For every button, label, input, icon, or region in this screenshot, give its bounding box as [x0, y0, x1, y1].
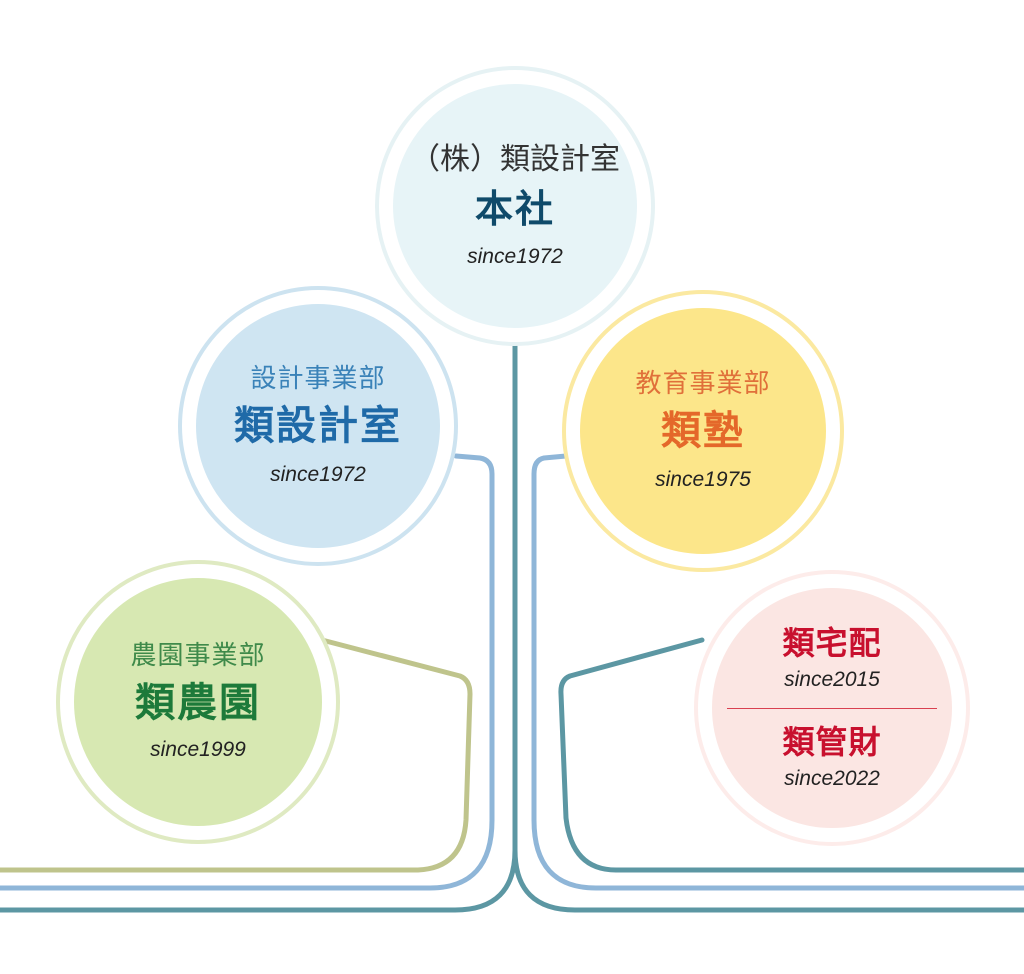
delivery-title: 類宅配	[782, 623, 882, 662]
farming-division-label: 農園事業部	[130, 640, 266, 671]
node-divider	[727, 707, 937, 709]
design-branch-line	[0, 453, 495, 891]
property-title: 類管財	[782, 722, 882, 761]
delivery-since: since2015	[784, 668, 880, 692]
farm-branch-line	[0, 637, 473, 873]
farming-division-since: since1999	[150, 737, 246, 761]
home-branch-line	[558, 637, 1024, 873]
property-since: since2022	[784, 766, 880, 790]
head-office-title: 本社	[474, 186, 555, 231]
education-division-label: 教育事業部	[635, 368, 771, 399]
trunk-line-right	[512, 847, 1024, 913]
design-division-label: 設計事業部	[250, 363, 386, 394]
node-design-division: 設計事業部 類設計室 since1972	[178, 286, 458, 566]
farming-division-title: 類農園	[135, 679, 261, 726]
education-division-since: since1975	[655, 467, 751, 491]
node-head-office: （株）類設計室 本社 since1972	[375, 66, 655, 346]
education-division-title: 類塾	[661, 407, 745, 454]
node-education-division: 教育事業部 類塾 since1975	[562, 290, 844, 572]
education-branch-line	[531, 453, 1024, 891]
node-farming-division: 農園事業部 類農園 since1999	[56, 560, 340, 844]
head-office-since: since1972	[467, 245, 563, 269]
node-head-office-disc	[393, 84, 637, 328]
node-education-disc	[580, 308, 826, 554]
node-design-disc	[196, 304, 440, 548]
design-division-since: since1972	[270, 462, 366, 486]
node-delivery-property: 類宅配 since2015 類管財 since2022	[694, 570, 970, 846]
node-farming-disc	[74, 578, 322, 826]
company-name: （株）類設計室	[410, 141, 620, 177]
design-division-title: 類設計室	[234, 402, 402, 449]
